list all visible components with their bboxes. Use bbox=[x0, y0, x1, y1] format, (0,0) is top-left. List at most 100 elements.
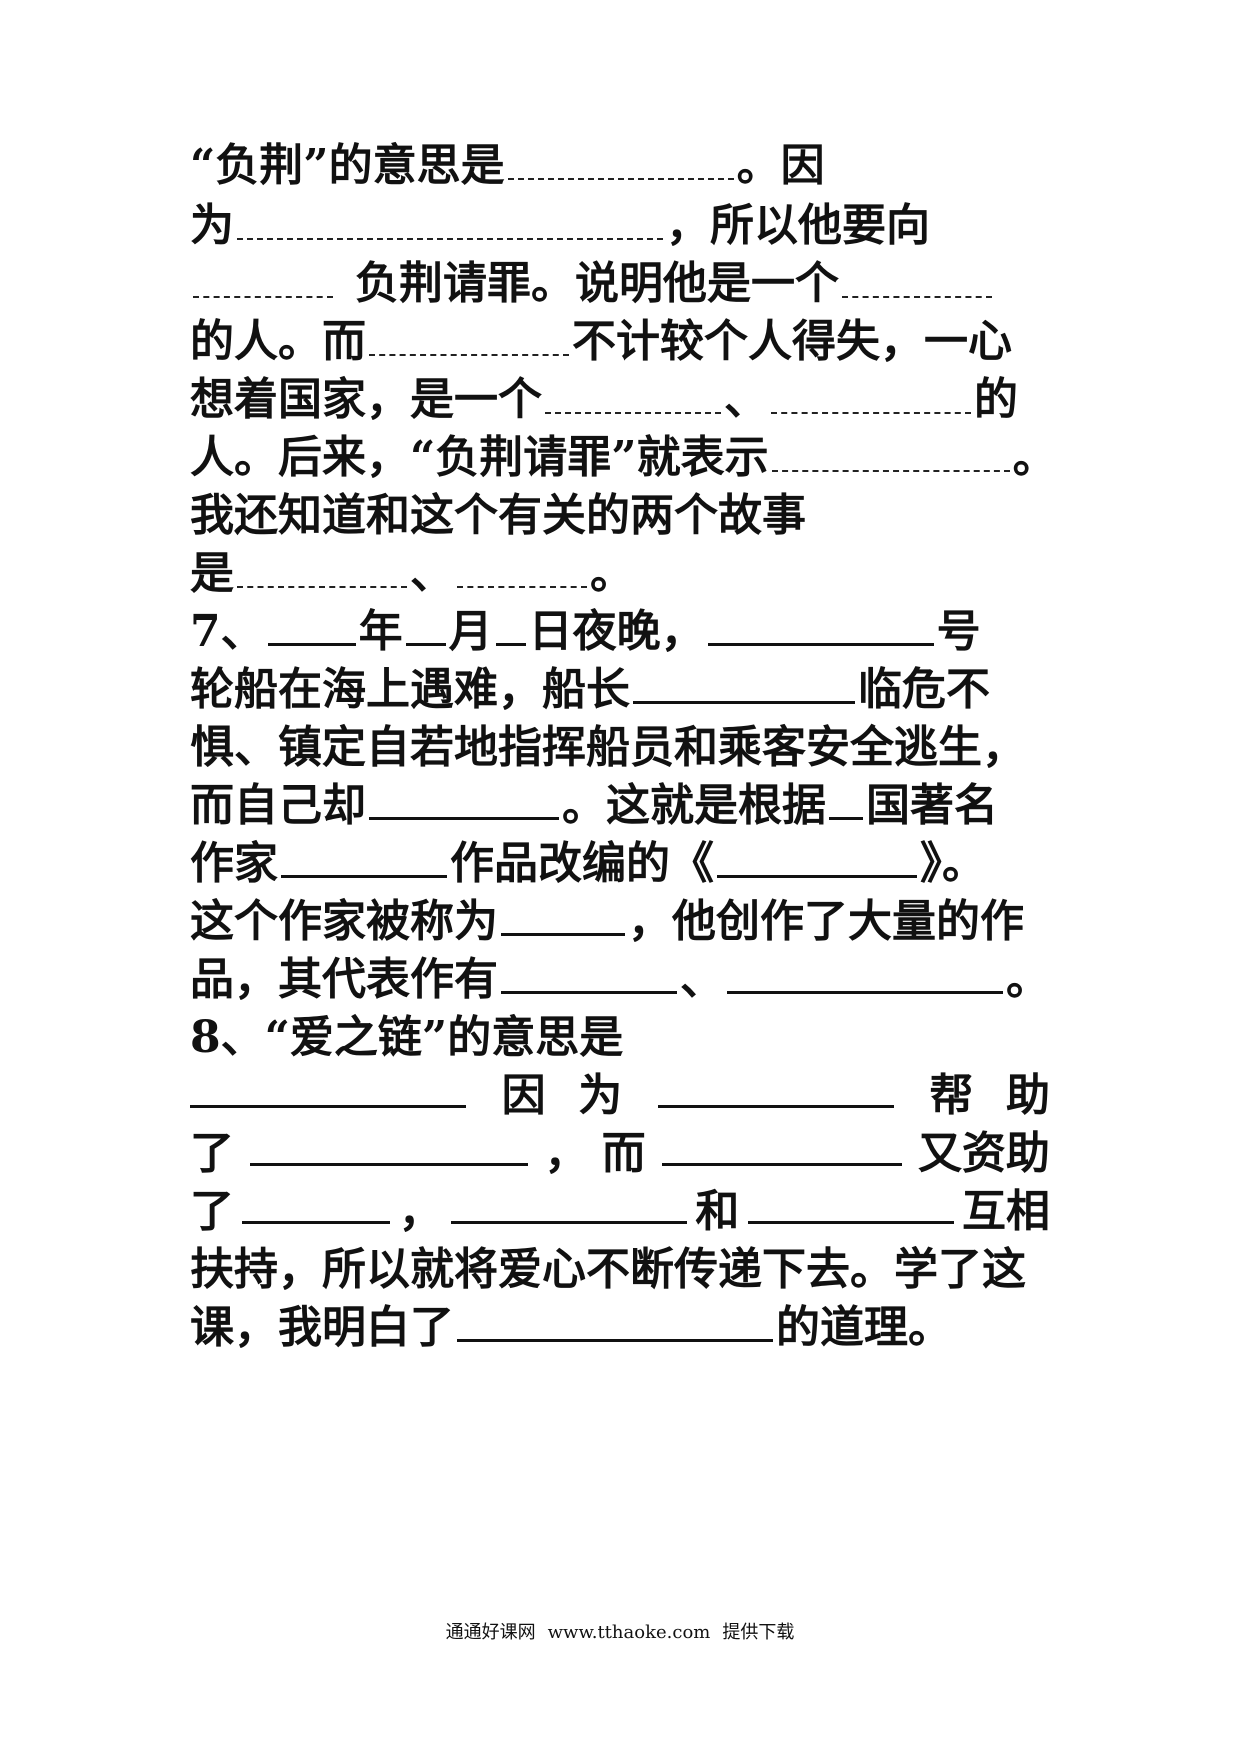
answer-blank[interactable] bbox=[237, 546, 407, 588]
text-line: 我还知道和这个有关的两个故事 bbox=[190, 485, 1050, 547]
text: “负荆”的意思是 bbox=[190, 140, 505, 191]
answer-blank[interactable] bbox=[369, 777, 559, 820]
text-line: 惧、镇定自若地指挥船员和乘客安全逃生， bbox=[190, 717, 1050, 779]
text: 人。后来，“负荆请罪”就表示 bbox=[190, 432, 769, 483]
text: 月 bbox=[448, 606, 493, 657]
text-line: 而自己却。这就是根据国著名 bbox=[190, 775, 1050, 837]
text-line: “负荆”的意思是 。因 bbox=[190, 135, 1050, 197]
text-line: 这个作家被称为 ，他创作了大量的作 bbox=[190, 891, 1050, 953]
text: 这个作家被称为 bbox=[190, 896, 498, 947]
text: 。这就是根据 bbox=[562, 780, 826, 831]
text: 不计较个人得失，一心 bbox=[572, 316, 1012, 367]
text: 了 bbox=[190, 1128, 234, 1179]
answer-blank[interactable] bbox=[717, 835, 917, 878]
text: 临危不 bbox=[858, 664, 990, 715]
text: 和 bbox=[695, 1186, 740, 1237]
answer-blank[interactable] bbox=[545, 372, 721, 414]
day-blank[interactable] bbox=[495, 603, 526, 646]
text: 惧、镇定自若地指挥船员和乘客安全逃生， bbox=[190, 722, 1026, 773]
answer-blank[interactable] bbox=[507, 138, 734, 180]
text-line: 想着国家，是一个 、 的 bbox=[190, 369, 1050, 431]
text: 、 bbox=[410, 548, 454, 599]
text: 而自己却 bbox=[190, 780, 366, 831]
answer-blank[interactable] bbox=[771, 430, 1010, 472]
answer-blank[interactable] bbox=[369, 314, 569, 356]
text-line: 负荆请罪。说明他是一个 bbox=[190, 253, 1050, 315]
text: ，他创作了大量的作 bbox=[628, 896, 1024, 947]
text-line: 的人。而不计较个人得失，一心 bbox=[190, 311, 1050, 373]
answer-blank[interactable] bbox=[842, 256, 992, 298]
answer-blank[interactable] bbox=[829, 777, 863, 820]
year-blank[interactable] bbox=[267, 603, 356, 646]
text: 号 bbox=[936, 606, 981, 657]
text-line: 是、。 bbox=[190, 543, 1050, 605]
answer-blank[interactable] bbox=[501, 951, 677, 994]
text: ， bbox=[544, 1128, 589, 1179]
text: 因 bbox=[501, 1070, 546, 1121]
answer-blank[interactable] bbox=[237, 198, 663, 240]
answer-blank[interactable] bbox=[250, 1123, 529, 1166]
text-line: 8、“爱之链”的意思是 bbox=[190, 1007, 1050, 1069]
text: 又资助 bbox=[917, 1128, 1050, 1179]
text: 了 bbox=[190, 1186, 234, 1237]
footer-note: 提供下载 bbox=[722, 1622, 795, 1643]
text: 为 bbox=[190, 200, 234, 251]
text: 为 bbox=[578, 1070, 623, 1121]
answer-blank[interactable] bbox=[457, 1299, 773, 1342]
text: 、 bbox=[680, 954, 724, 1005]
text: 。 bbox=[1006, 954, 1050, 1005]
text: 我还知道和这个有关的两个故事 bbox=[190, 490, 806, 541]
text-line: 课，我明白了的道理。 bbox=[190, 1297, 1050, 1359]
text-line: 品，其代表作有 、 。 bbox=[190, 949, 1050, 1011]
text: 》。 bbox=[920, 838, 986, 889]
answer-blank[interactable] bbox=[242, 1181, 391, 1224]
text-line: 轮船在海上遇难，船长 临危不 bbox=[190, 659, 1050, 721]
text: 而 bbox=[601, 1128, 646, 1179]
footer-url[interactable]: www.tthaoke.com bbox=[547, 1622, 711, 1643]
text: ， bbox=[398, 1186, 443, 1237]
text: 作家 bbox=[190, 838, 278, 889]
answer-blank[interactable] bbox=[281, 835, 447, 878]
text: 扶持，所以就将爱心不断传递下去。学了这 bbox=[190, 1244, 1026, 1295]
answer-blank[interactable] bbox=[633, 661, 855, 704]
answer-blank[interactable] bbox=[747, 1181, 954, 1224]
text-line: 扶持，所以就将爱心不断传递下去。学了这 bbox=[190, 1239, 1050, 1301]
text-line: 为 ，所以他要向 bbox=[190, 195, 1050, 257]
text: 作品改编的《 bbox=[450, 838, 714, 889]
text-line: 7、年月日夜晚，号 bbox=[190, 601, 1050, 663]
answer-blank[interactable] bbox=[657, 1065, 894, 1108]
answer-blank[interactable] bbox=[190, 1065, 466, 1108]
text: 负荆请罪。说明他是一个 bbox=[355, 258, 839, 309]
text: 。 bbox=[590, 548, 634, 599]
text: 的道理。 bbox=[776, 1302, 952, 1353]
text: 日夜晚， bbox=[528, 606, 705, 657]
footer-site-name: 通通好课网 bbox=[445, 1622, 536, 1643]
text: 。因 bbox=[736, 140, 825, 191]
text: ，所以他要向 bbox=[666, 200, 930, 251]
text: 想着国家，是一个 bbox=[190, 374, 542, 425]
answer-blank[interactable] bbox=[771, 372, 971, 414]
text-line: 了 ， 和 互相 bbox=[190, 1181, 1050, 1243]
answer-blank[interactable] bbox=[501, 893, 625, 936]
text: 、 bbox=[724, 374, 768, 425]
answer-blank[interactable] bbox=[450, 1181, 687, 1224]
text: 帮 bbox=[929, 1070, 974, 1121]
text: 7、 bbox=[190, 606, 265, 657]
text: 品，其代表作有 bbox=[190, 954, 498, 1005]
answer-blank[interactable] bbox=[193, 256, 333, 298]
month-blank[interactable] bbox=[405, 603, 446, 646]
text: 互相 bbox=[961, 1186, 1050, 1237]
answer-blank[interactable] bbox=[707, 603, 934, 646]
text-line: 因为 帮助 bbox=[190, 1065, 1050, 1127]
text: 。 bbox=[1013, 432, 1050, 483]
text: 的 bbox=[974, 374, 1018, 425]
text-line: 作家 作品改编的《 》。 bbox=[190, 833, 1050, 895]
text-line: 人。后来，“负荆请罪”就表示 。 bbox=[190, 427, 1050, 489]
text: 助 bbox=[1005, 1070, 1050, 1121]
text: 轮船在海上遇难，船长 bbox=[190, 664, 630, 715]
text-line: 了 ，而 又资助 bbox=[190, 1123, 1050, 1185]
answer-blank[interactable] bbox=[457, 546, 587, 588]
answer-blank[interactable] bbox=[661, 1123, 902, 1166]
answer-blank[interactable] bbox=[727, 951, 1003, 994]
